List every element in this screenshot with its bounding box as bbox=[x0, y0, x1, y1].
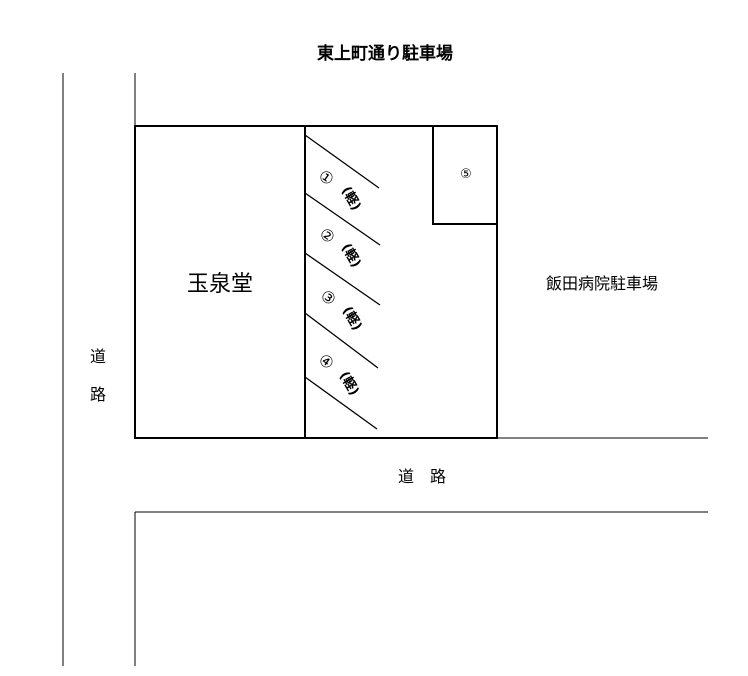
map-title: 東上町通り駐車場 bbox=[317, 43, 453, 64]
stall-line bbox=[304, 192, 381, 246]
hospital-parking-label: 飯田病院駐車場 bbox=[546, 274, 658, 293]
road-label-vertical-2: 路 bbox=[90, 385, 106, 404]
stall-line bbox=[304, 134, 380, 189]
parking-space-2: ② (軽) bbox=[316, 224, 364, 271]
road-label-horizontal: 道 路 bbox=[398, 467, 446, 486]
stall-line bbox=[304, 252, 381, 306]
parking-space-5: ⑤ bbox=[460, 167, 472, 182]
space-type: (軽) bbox=[338, 184, 364, 214]
stall-lines bbox=[304, 134, 381, 430]
space-type: (軽) bbox=[336, 369, 362, 399]
space-type: (軽) bbox=[338, 241, 364, 271]
block-outline bbox=[134, 125, 498, 439]
parking-space-3: ③ (軽) bbox=[317, 286, 365, 334]
stall-line bbox=[304, 312, 379, 369]
space-number: ④ bbox=[315, 350, 338, 374]
parking-space-4: ④ (軽) bbox=[315, 350, 362, 399]
space-number: ③ bbox=[317, 286, 340, 310]
space-type: (軽) bbox=[339, 304, 365, 334]
space-number: ② bbox=[316, 224, 339, 248]
building-gyokusendo: 玉泉堂 bbox=[187, 272, 253, 297]
space-5-box bbox=[432, 125, 498, 225]
road-label-vertical-1: 道 bbox=[90, 347, 106, 366]
stall-line bbox=[304, 376, 378, 430]
space-number: ① bbox=[315, 166, 338, 190]
